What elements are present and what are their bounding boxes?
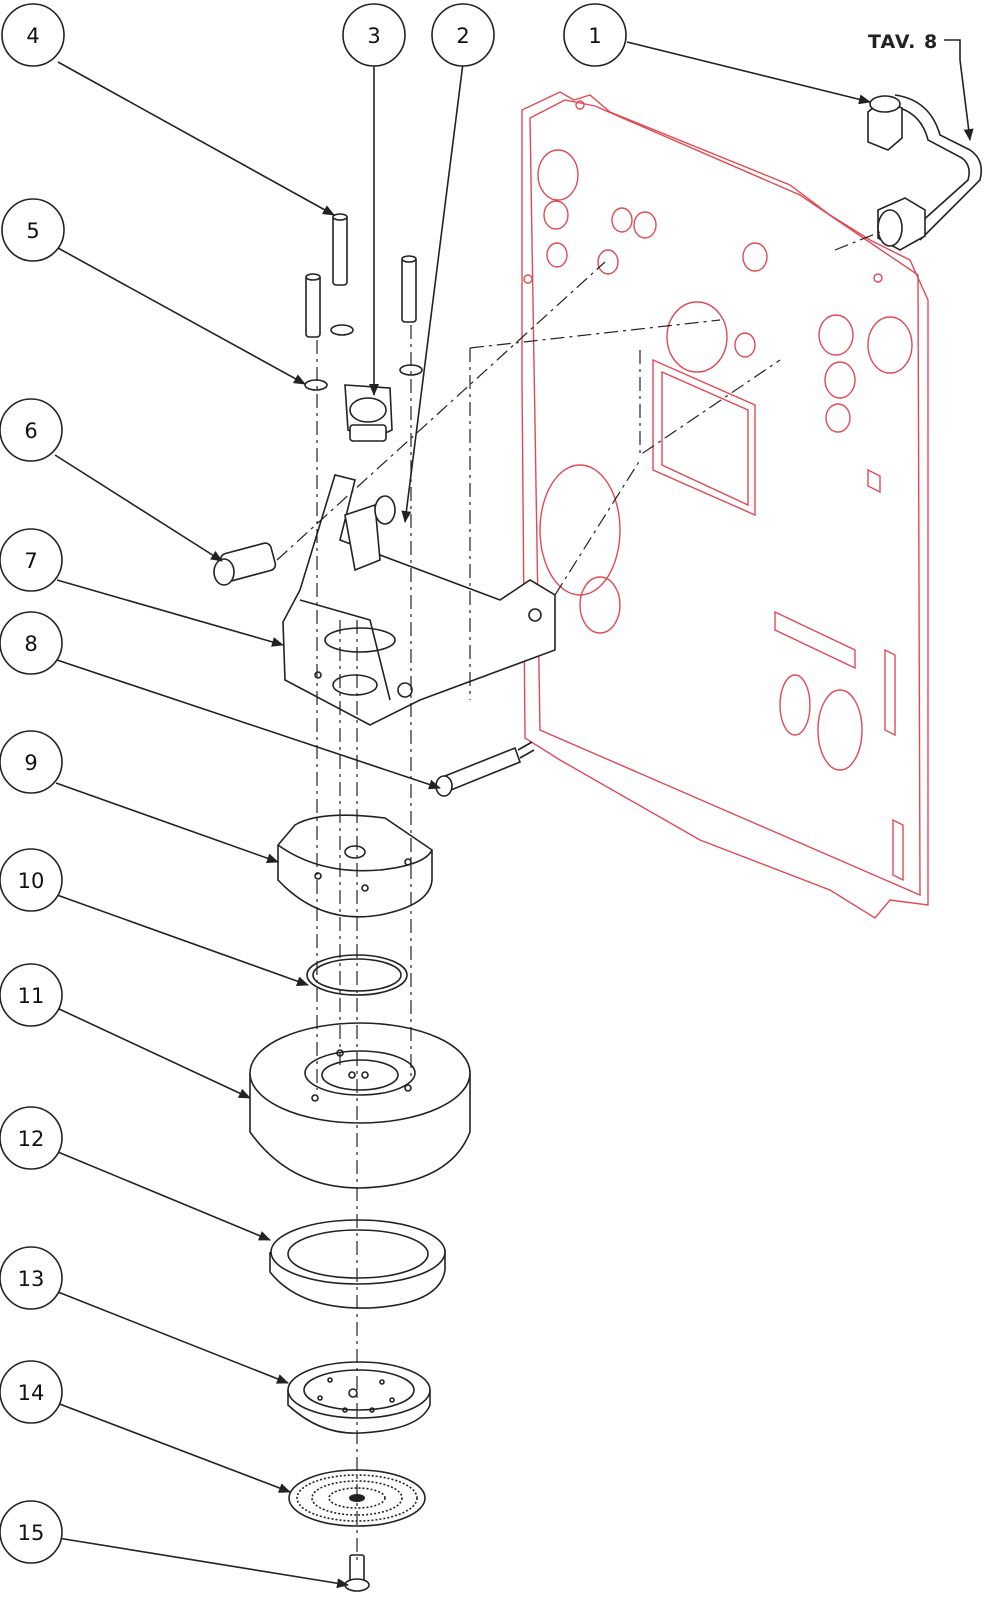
callout-6: 6: [0, 398, 63, 462]
callout-label: 10: [18, 869, 45, 893]
callout-label: 5: [26, 219, 39, 243]
callout-8: 8: [0, 611, 63, 675]
callout-7: 7: [0, 528, 63, 592]
callout-label: 7: [24, 549, 37, 573]
callout-label: 6: [24, 419, 37, 443]
pipe-fitting-part-1: [867, 94, 983, 251]
callout-4: 4: [1, 3, 65, 67]
callout-label: 12: [18, 1127, 45, 1151]
frame-panel: [521, 91, 929, 919]
callout-label: 2: [456, 24, 469, 48]
callout-label: 3: [367, 24, 380, 48]
diffuser-part-13: [287, 1361, 431, 1434]
block-part-9: [277, 814, 433, 918]
leader-lines: [54, 39, 974, 1589]
callout-label: 8: [24, 632, 37, 656]
reference-label-tav: TAV. 8: [868, 31, 938, 53]
callout-10: 10: [0, 848, 63, 912]
callout-label: 9: [24, 751, 37, 775]
callout-15: 15: [0, 1500, 63, 1564]
callout-label: 15: [18, 1521, 45, 1545]
bolts-and-washers-parts-4-5: [304, 213, 423, 391]
callout-3: 3: [342, 3, 406, 67]
heater-cartridge-part-8: [435, 741, 535, 797]
callout-label: 14: [18, 1381, 45, 1405]
callout-11: 11: [0, 963, 63, 1027]
callout-label: 11: [18, 984, 45, 1008]
callout-5: 5: [1, 198, 65, 262]
screw-part-15: [344, 1554, 370, 1592]
callout-2: 2: [431, 3, 495, 67]
callout-12: 12: [0, 1106, 63, 1170]
assembly-axis-lines: [276, 231, 881, 1560]
bracket-part-7: [282, 474, 556, 726]
callout-14: 14: [0, 1360, 63, 1424]
thermostat-part-3: [344, 384, 393, 442]
callout-label: 4: [26, 24, 39, 48]
bolt-part-6: [213, 542, 277, 586]
callout-label: 1: [588, 24, 601, 48]
group-head-part-11: [249, 1022, 471, 1189]
callout-label: 13: [18, 1267, 45, 1291]
callout-13: 13: [0, 1246, 63, 1310]
callout-1: 1: [563, 3, 627, 67]
callout-9: 9: [0, 730, 63, 794]
